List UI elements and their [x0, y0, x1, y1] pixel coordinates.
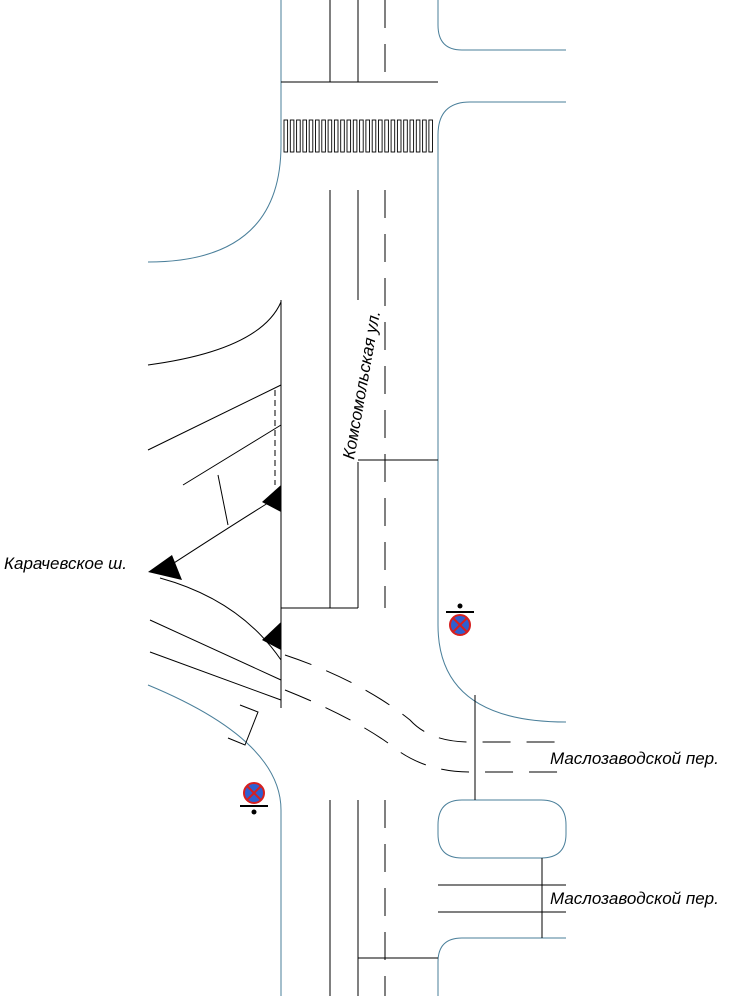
crosswalk-stripe	[308, 119, 314, 153]
island-wedge	[147, 384, 282, 526]
island-spur	[227, 704, 259, 746]
street-label-karachevskoe: Карачевское ш.	[4, 554, 127, 573]
curb-east-main	[437, 101, 567, 723]
street-label-komsomolskaya: Комсомольская ул.	[339, 309, 384, 461]
crosswalk-stripe	[409, 119, 415, 153]
no-stopping-sign	[240, 782, 268, 815]
crosswalk-stripe	[283, 119, 289, 153]
crosswalk-stripe	[428, 119, 433, 153]
crosswalk-stripe	[340, 119, 345, 153]
turn-lane-dash	[284, 654, 566, 743]
crosswalk-stripe	[315, 119, 320, 153]
crosswalk-stripe	[346, 119, 352, 153]
crosswalk-stripe	[289, 119, 295, 153]
crosswalk-stripe	[296, 119, 301, 153]
crosswalk-stripe	[422, 119, 427, 153]
curb-west-south	[147, 684, 282, 996]
crosswalk-stripe	[403, 119, 408, 153]
crosswalk-stripe	[321, 119, 326, 153]
hatch-triangle-south	[262, 622, 281, 650]
crosswalk-stripe	[365, 119, 370, 153]
street-label-maslozavodskoy-north: Маслозаводской пер.	[550, 749, 719, 768]
crosswalk-stripe	[352, 119, 358, 153]
curb-west-north	[147, 0, 282, 263]
island-wedge-south	[149, 619, 282, 701]
crosswalk-stripe	[302, 119, 307, 153]
crosswalk-stripe	[333, 119, 339, 153]
crosswalk-stripe	[390, 119, 396, 153]
island-arc-top	[147, 301, 282, 366]
crosswalk-north	[283, 119, 433, 153]
no-stopping-sign	[446, 603, 474, 636]
crosswalk-stripe	[384, 119, 389, 153]
hatch-triangle-north	[262, 485, 281, 512]
curb-east-south	[437, 937, 566, 996]
crosswalk-stripe	[371, 119, 377, 153]
crosswalk-stripe	[359, 119, 364, 153]
median-island	[437, 799, 567, 859]
road-markings	[147, 0, 566, 996]
crosswalk-stripe	[327, 119, 333, 153]
crosswalk-stripe	[396, 119, 402, 153]
street-label-maslozavodskoy-south: Маслозаводской пер.	[550, 889, 719, 908]
island-arc-south	[159, 577, 282, 661]
curb-east-top	[437, 0, 566, 51]
crosswalk-stripe	[378, 119, 383, 153]
island-arc-mid	[159, 494, 282, 573]
crosswalk-stripe	[415, 119, 421, 153]
hatch-triangle-west	[148, 555, 182, 580]
curb-lines	[147, 0, 567, 996]
turn-lane-dash	[284, 689, 566, 773]
